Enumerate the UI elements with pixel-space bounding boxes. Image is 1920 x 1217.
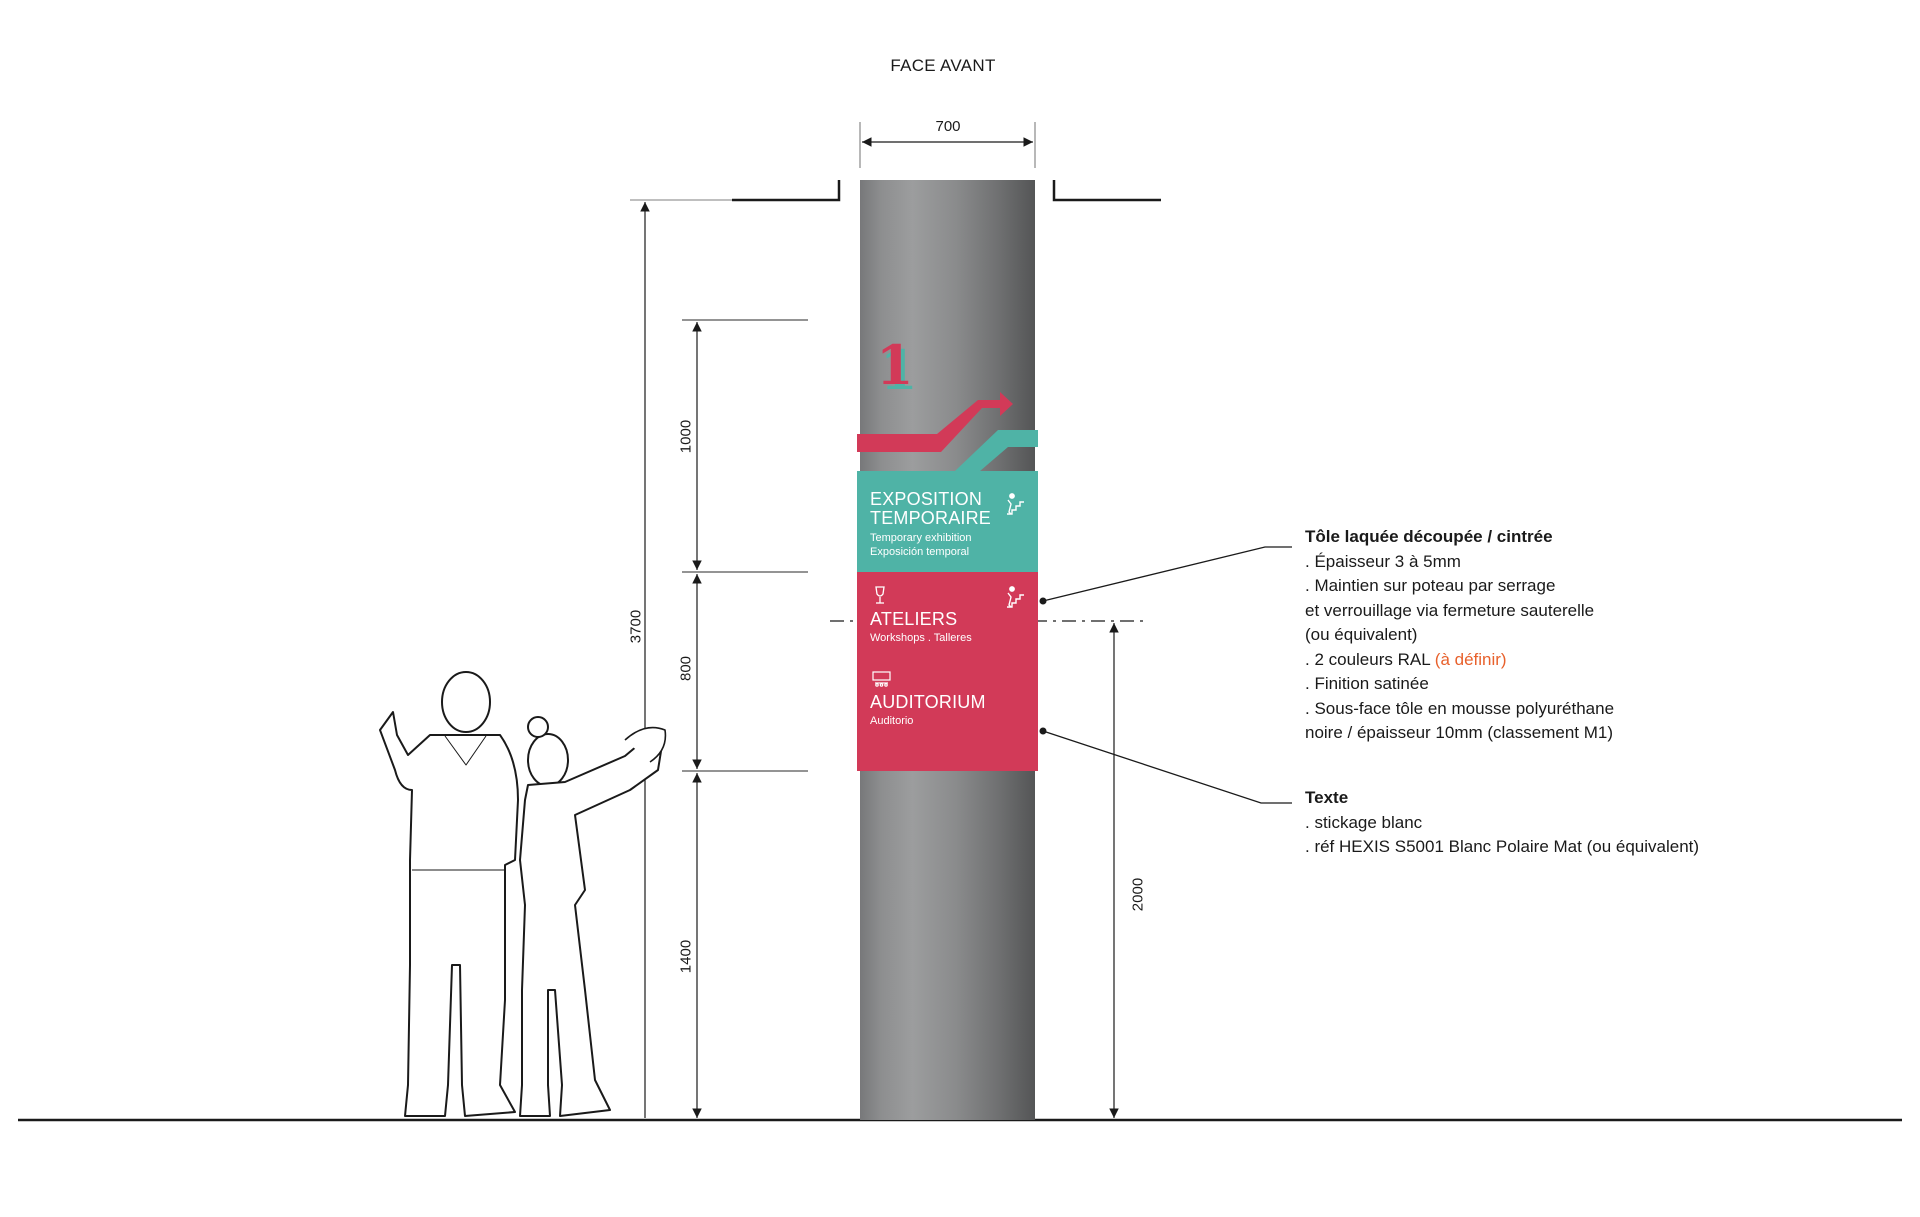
callout-leaders [1042,546,1292,804]
callout-dot [1039,597,1047,605]
auditorium-entry: AUDITORIUM Auditorio [870,693,986,728]
spec-line: . Sous-face tôle en mousse polyuréthane [1305,698,1615,718]
spec-text: Texte . stickage blanc . réf HEXIS S5001… [1305,786,1699,860]
spec-line: et verrouillage via fermeture sauterelle [1305,600,1595,620]
spec-heading: Tôle laquée découpée / cintrée [1305,527,1553,546]
total-height-dimension-label: 3700 [627,609,645,644]
spec-line: . Maintien sur poteau par serrage [1305,576,1556,595]
spec-line: . 2 couleurs RAL [1305,649,1435,669]
direction-arrows [857,392,1038,471]
spec-line: noire / épaisseur 10mm (classement M1) [1305,723,1614,742]
spec-sheet-metal: Tôle laquée découpée / cintrée . Épaisse… [1305,525,1614,746]
view-title: FACE AVANT [890,56,996,75]
spec-line: . Épaisseur 3 à 5mm [1305,551,1461,571]
spec-line: (ou équivalent) [1305,625,1418,644]
teal-panel-text: EXPOSITION TEMPORAIRE Temporary exhibiti… [870,490,991,559]
reference-height-dimension [830,620,1149,1118]
section-dimensions [682,319,808,1118]
bottom-section-dimension-label: 1400 [677,939,695,974]
spec-line-ral: . 2 couleurs RAL (à définir) [1305,648,1614,673]
teal-arrow [955,430,1038,471]
red-arrow [857,392,1013,452]
entry-subtitle: Workshops . Talleres [870,632,972,644]
spec-line: . Finition satinée [1305,674,1429,693]
teal-panel [857,471,1038,572]
entry-title: AUDITORIUM [870,692,986,712]
panel-title: EXPOSITION [870,489,983,509]
spec-line: . réf HEXIS S5001 Blanc Polaire Mat (ou … [1305,837,1700,856]
floor-number-shadow: 1 [880,338,918,402]
auditorium-icon [872,671,891,687]
entry-title: ATELIERS [870,609,958,629]
spec-highlight: (à définir) [1434,649,1507,669]
sign-section-dimension-label: 800 [677,655,695,682]
spec-line: . stickage blanc [1305,812,1423,832]
width-dimension-label: 700 [935,118,961,135]
top-section-dimension-label: 1000 [677,419,695,454]
wine-glass-icon [875,586,885,604]
panel-subtitle: Exposición temporal [870,546,970,558]
spec-heading: Texte [1305,788,1349,807]
total-height-dimension [630,199,732,1118]
ceiling-brackets [732,180,1161,202]
panel-title: TEMPORAIRE [870,508,992,528]
panel-subtitle: Temporary exhibition [870,532,972,544]
width-dimension [859,122,1036,168]
floor-number: 1 [876,333,914,397]
people-illustration [379,671,667,1117]
stairs-up-icon [1007,493,1024,515]
entry-subtitle: Auditorio [870,715,914,727]
callout-dot [1039,727,1047,735]
stairs-up-icon [1007,586,1024,608]
ateliers-entry: ATELIERS Workshops . Talleres [870,610,972,645]
reference-height-dimension-label: 2000 [1129,877,1147,912]
